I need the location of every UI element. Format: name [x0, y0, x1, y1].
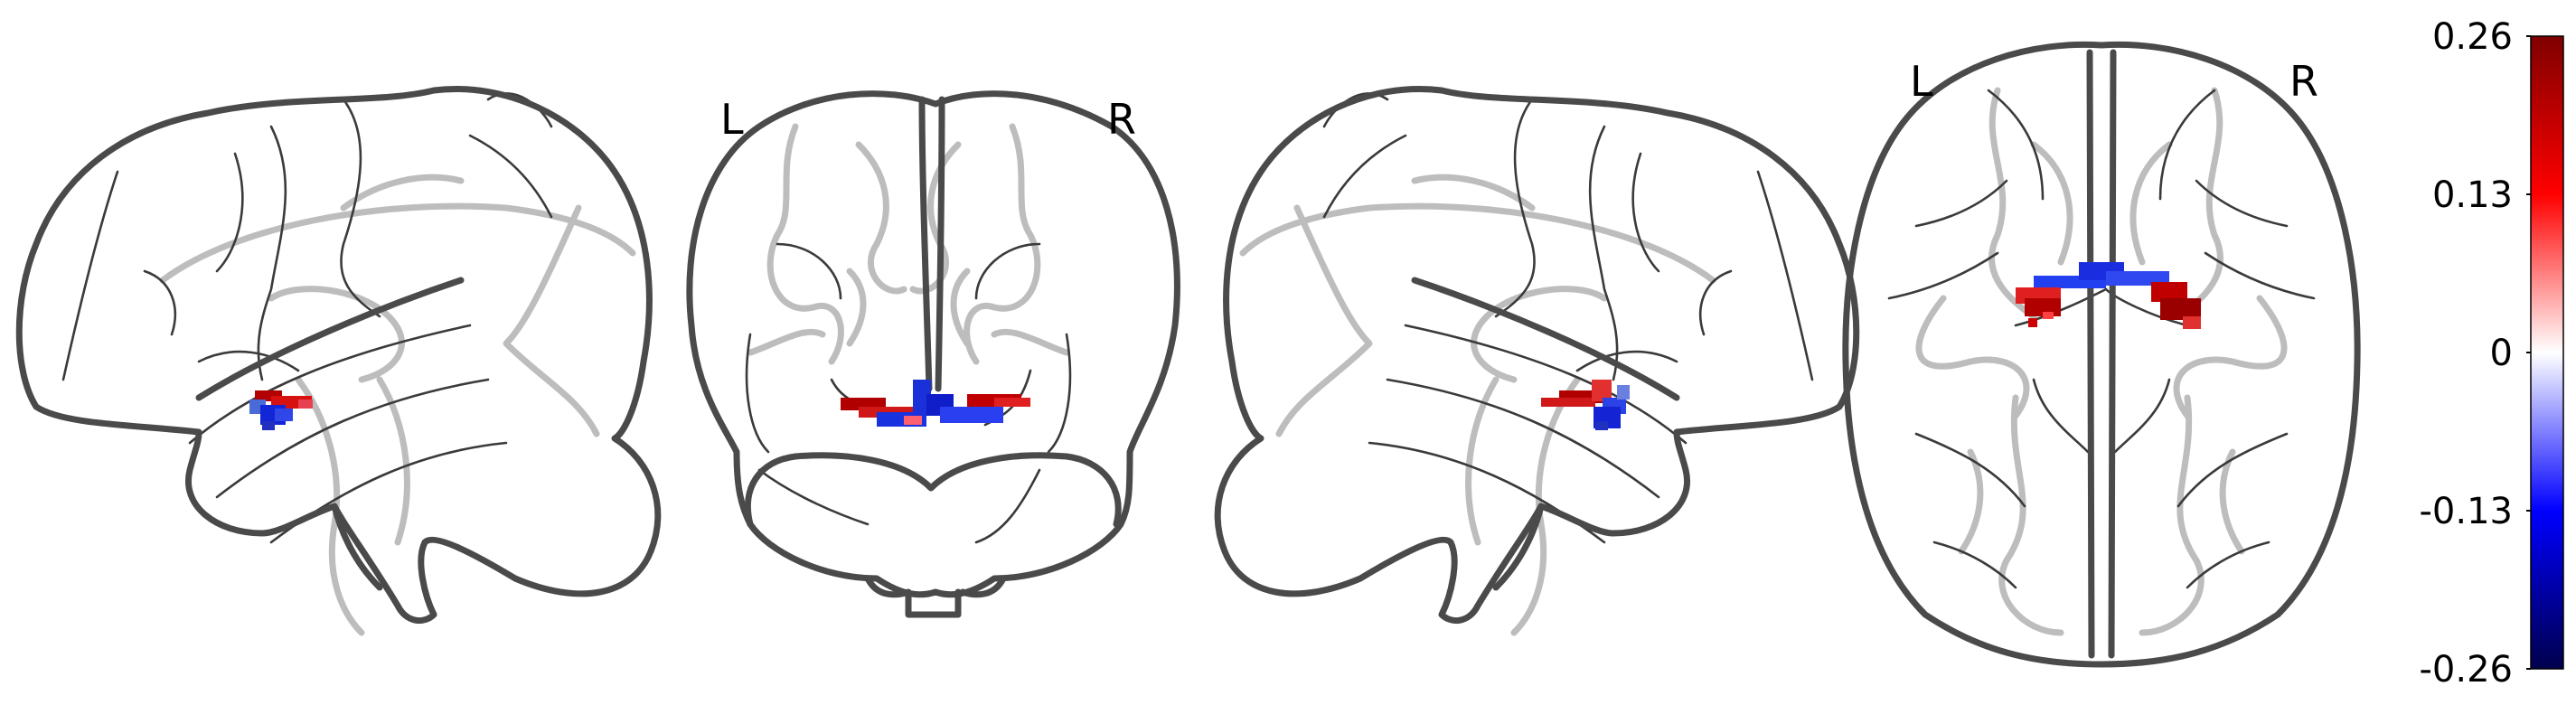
coronal-left-label: L [720, 95, 744, 144]
colorbar: 0.26 0.13 0 -0.13 -0.26 [2420, 16, 2564, 691]
colorbar-gradient [2530, 35, 2564, 670]
sagittal-right-inner-contours [1239, 174, 1716, 636]
coronal-inner-contours [747, 123, 1070, 365]
coronal-cerebellum [744, 452, 1122, 528]
axial-view: L R [1842, 41, 2361, 668]
sagittal-left-overlay [249, 390, 313, 430]
axial-sulci [1887, 89, 2316, 589]
sagittal-left-view [15, 86, 662, 636]
sagittal-left-brainstem-line [331, 503, 383, 591]
sagittal-left-sulci [61, 92, 553, 544]
coronal-sulci [745, 242, 1072, 544]
axial-outline [1842, 41, 2361, 668]
axial-right-label: R [2289, 57, 2318, 106]
sagittal-left-outline [15, 86, 662, 625]
axial-left-label: L [1910, 57, 1933, 106]
sagittal-right-overlay [1541, 380, 1630, 430]
coronal-brainstem [864, 575, 1007, 618]
colorbar-tick-label: 0.26 [2432, 16, 2513, 58]
coronal-overlay [841, 380, 1030, 427]
colorbar-tick-label: 0.13 [2432, 174, 2513, 216]
coronal-midline [918, 96, 945, 392]
axial-midline [2086, 49, 2117, 659]
coronal-right-label: R [1107, 95, 1136, 144]
sagittal-right-sylvian-ridge [1411, 277, 1680, 401]
sagittal-right-sulci [1322, 92, 1814, 544]
coronal-view: L R [686, 90, 1180, 618]
colorbar-tick-label: -0.13 [2420, 491, 2514, 532]
sagittal-right-brainstem-line [1492, 503, 1545, 591]
colorbar-ticks [2526, 35, 2531, 670]
coronal-outline [686, 90, 1180, 598]
axial-inner-contours [1915, 87, 2288, 636]
sagittal-right-outline [1214, 86, 1860, 625]
colorbar-tick-label: -0.26 [2420, 649, 2514, 691]
colorbar-tick-label: 0 [2490, 333, 2513, 374]
sagittal-right-view [1214, 86, 1860, 636]
sagittal-left-sylvian-ridge [195, 277, 465, 401]
axial-overlay [2016, 262, 2201, 329]
